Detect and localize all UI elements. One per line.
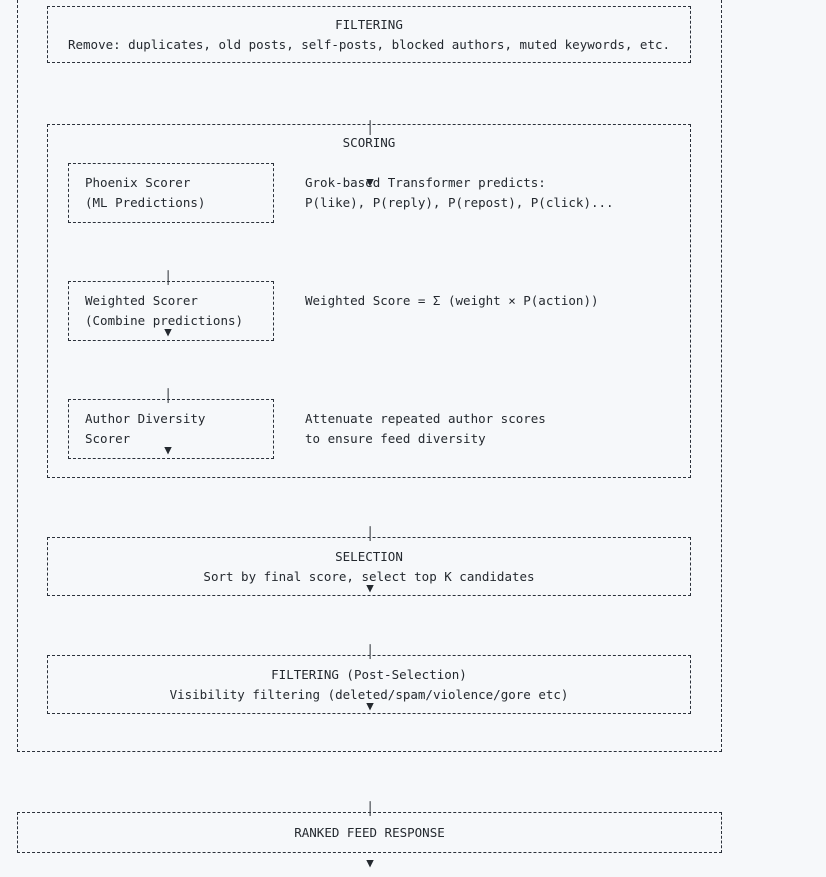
scorer-phoenix-name: Phoenix Scorer (85, 175, 191, 190)
stage-filtering-box: FILTERING Remove: duplicates, old posts,… (47, 6, 691, 63)
stage-post-filtering-body: Visibility filtering (deleted/spam/viole… (169, 686, 569, 702)
arrow-down-icon: ▼ (366, 855, 374, 870)
stage-selection-box: SELECTION Sort by final score, select to… (47, 537, 691, 596)
stage-selection-body: Sort by final score, select top K candid… (203, 568, 535, 584)
flow-arrow: │ ▼ (156, 351, 180, 495)
stage-filtering-body: Remove: duplicates, old posts, self-post… (67, 36, 671, 52)
flow-arrow: │ ▼ (156, 233, 180, 377)
arrow-down-icon: ▼ (366, 174, 374, 189)
stage-post-filtering-box: FILTERING (Post-Selection) Visibility fi… (47, 655, 691, 714)
arrow-line: │ (164, 270, 172, 285)
stage-scoring-title: SCORING (342, 135, 396, 150)
arrow-down-icon: ▼ (366, 698, 374, 713)
pipeline-outer-box (17, 0, 722, 752)
arrow-down-icon: ▼ (366, 580, 374, 595)
scorer-weighted-note-line-1: Weighted Score = Σ (weight × P(action)) (305, 293, 599, 308)
scorer-weighted-name: Weighted Scorer (85, 293, 198, 308)
stage-filtering-title: FILTERING (335, 17, 403, 32)
flow-arrow: │ ▼ (358, 489, 382, 633)
stage-selection-title: SELECTION (335, 549, 403, 564)
scorer-weighted-box: Weighted Scorer (Combine predictions) (68, 281, 274, 341)
scorer-author-diversity-box: Author Diversity Scorer (68, 399, 274, 459)
stage-post-filtering-title: FILTERING (Post-Selection) (271, 667, 467, 682)
scorer-phoenix-box: Phoenix Scorer (ML Predictions) (68, 163, 274, 223)
flow-arrow: │ ▼ (358, 764, 382, 877)
arrow-down-icon: ▼ (164, 324, 172, 339)
ranked-feed-response-title: RANKED FEED RESPONSE (294, 825, 445, 840)
scorer-author-diversity-subtitle: Scorer (85, 430, 131, 446)
arrow-line: │ (366, 801, 374, 816)
arrow-down-icon: ▼ (164, 442, 172, 457)
arrow-line: │ (164, 388, 172, 403)
ranked-feed-response-box: RANKED FEED RESPONSE (17, 812, 722, 853)
scorer-phoenix-note-line-2: P(like), P(reply), P(repost), P(click)..… (305, 194, 614, 210)
stage-scoring-box: SCORING (47, 124, 691, 478)
arrow-line: │ (366, 526, 374, 541)
scorer-author-note-line-2: to ensure feed diversity (305, 430, 486, 446)
scorer-phoenix-subtitle: (ML Predictions) (85, 194, 206, 210)
scorer-phoenix-note-line-1: Grok-based Transformer predicts: (305, 175, 546, 190)
scorer-weighted-note: Weighted Score = Σ (weight × P(action)) (305, 291, 691, 311)
arrow-line: │ (366, 120, 374, 135)
scorer-phoenix-note: Grok-based Transformer predicts: P(like)… (305, 173, 691, 212)
flow-arrow: │ ▼ (358, 607, 382, 751)
scorer-weighted-subtitle: (Combine predictions) (85, 312, 244, 328)
scorer-author-note-line-1: Attenuate repeated author scores (305, 411, 546, 426)
scorer-author-diversity-name: Author Diversity (85, 411, 206, 426)
arrow-line: │ (366, 644, 374, 659)
scorer-author-diversity-note: Attenuate repeated author scores to ensu… (305, 409, 691, 448)
flow-arrow: │ ▼ (358, 83, 382, 227)
